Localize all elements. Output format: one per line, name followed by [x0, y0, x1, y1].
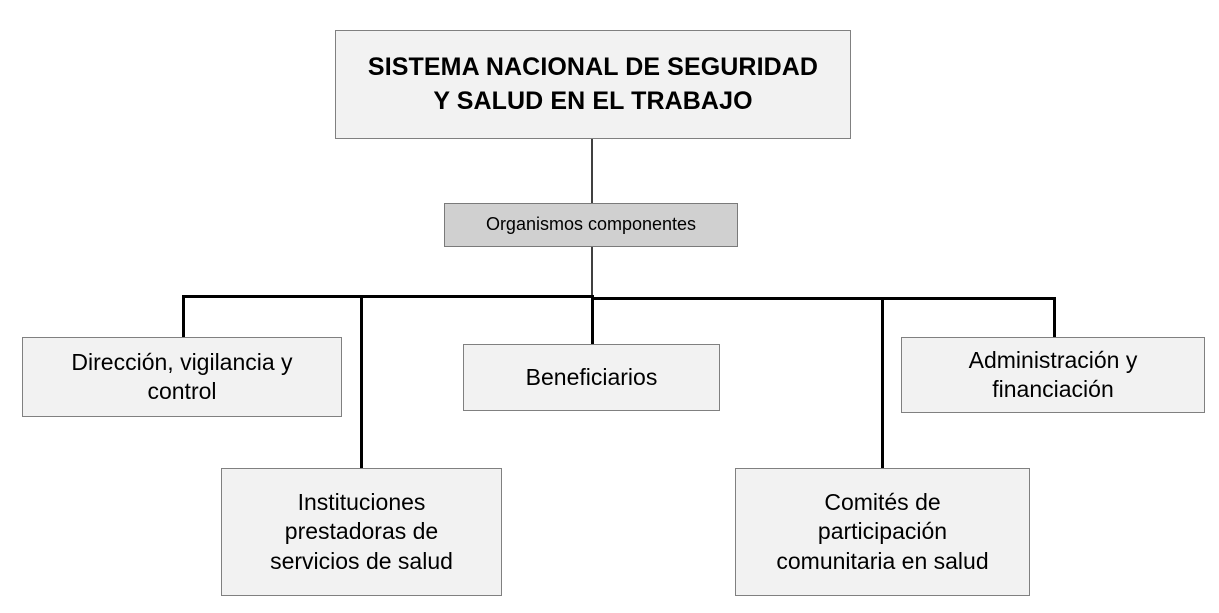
node-root-label: SISTEMA NACIONAL DE SEGURIDAD Y SALUD EN…	[367, 52, 819, 115]
connector-bus-left	[182, 295, 592, 298]
node-instituciones-prestadoras: Instituciones prestadoras de servicios d…	[221, 468, 502, 596]
node-relation-organismos-componentes: Organismos componentes	[444, 203, 738, 247]
node-beneficiarios: Beneficiarios	[463, 344, 720, 411]
connector-root-to-relation	[591, 139, 593, 204]
node-direccion-vigilancia-control: Dirección, vigilancia y control	[22, 337, 342, 417]
connector-drop-beneficiarios	[591, 295, 594, 345]
node-direccion-label: Dirección, vigilancia y control	[71, 348, 293, 404]
node-relation-label: Organismos componentes	[485, 214, 697, 235]
node-comites-participacion: Comités de participación comunitaria en …	[735, 468, 1030, 596]
node-administracion-financiacion: Administración y financiación	[901, 337, 1205, 413]
connector-drop-administracion	[1053, 297, 1056, 338]
node-administracion-label: Administración y financiación	[968, 346, 1138, 402]
node-beneficiarios-label: Beneficiarios	[525, 363, 658, 390]
node-instituciones-label: Instituciones prestadoras de servicios d…	[270, 488, 453, 574]
node-root-sistema-nacional: SISTEMA NACIONAL DE SEGURIDAD Y SALUD EN…	[335, 30, 851, 139]
node-comites-label: Comités de participación comunitaria en …	[776, 488, 989, 574]
connector-bus-right	[591, 297, 1056, 300]
connector-drop-direccion	[182, 295, 185, 338]
connector-drop-instituciones	[360, 295, 363, 469]
connector-drop-comites	[881, 297, 884, 469]
connector-relation-to-bus	[591, 247, 593, 299]
